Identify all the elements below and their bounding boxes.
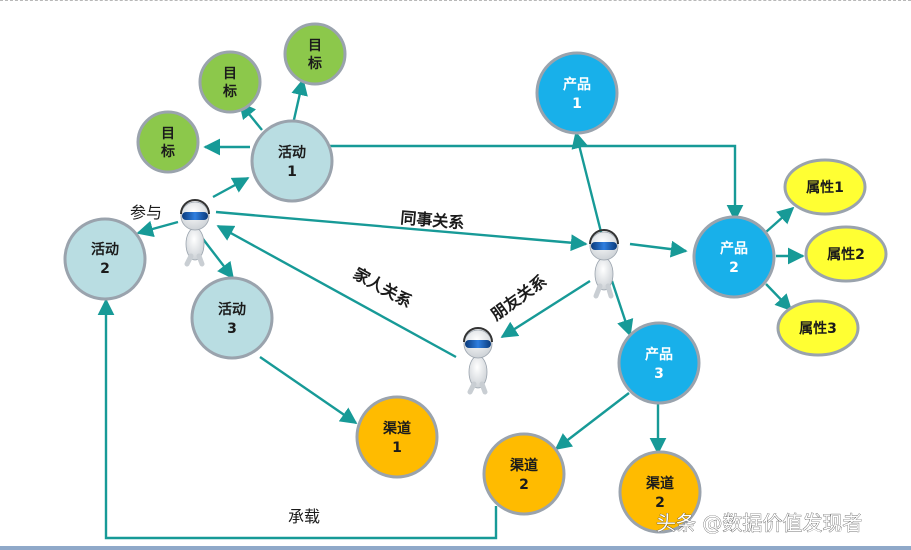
node-target1: 目 标 bbox=[198, 50, 262, 114]
node-attr1: 属性1 bbox=[783, 158, 867, 216]
node-activity1: 活动 1 bbox=[250, 119, 334, 203]
node-product3: 产品 3 bbox=[617, 321, 701, 405]
node-target1-line2: 标 bbox=[222, 83, 237, 100]
edge-colleague bbox=[215, 210, 588, 252]
node-product3-line2: 3 bbox=[654, 366, 664, 382]
node-activity2-line1: 活动 bbox=[91, 241, 119, 258]
person-headset-icon bbox=[463, 327, 493, 395]
edge-product3-channel2a bbox=[554, 392, 630, 451]
edge-product2-attr3 bbox=[765, 283, 793, 312]
label-carry: 承载 bbox=[288, 507, 320, 526]
edge-person1-activity2 bbox=[136, 220, 179, 238]
edge-channel2-activity2 bbox=[97, 298, 498, 540]
node-product3-line1: 产品 bbox=[645, 346, 673, 363]
label-friend: 朋友关系 bbox=[487, 271, 550, 324]
node-channel2a-line1: 渠道 bbox=[509, 457, 538, 474]
node-channel2a-line2: 2 bbox=[519, 477, 529, 493]
node-target3-line1: 目 bbox=[161, 126, 175, 142]
person-headset-icon bbox=[180, 199, 210, 267]
node-attr2: 属性2 bbox=[804, 225, 888, 283]
node-channel2a: 渠道 2 bbox=[482, 432, 566, 516]
node-channel2b-line1: 渠道 bbox=[645, 475, 674, 492]
edge-activity3-channel1 bbox=[259, 356, 358, 424]
node-product2: 产品 2 bbox=[692, 215, 776, 299]
edge-person2-product3 bbox=[610, 280, 634, 337]
node-target2-line1: 目 bbox=[308, 38, 322, 54]
top-dashed-border bbox=[0, 0, 911, 3]
node-attr3: 属性3 bbox=[776, 299, 860, 357]
node-activity3-line2: 3 bbox=[227, 321, 237, 337]
node-product1-line1: 产品 bbox=[563, 76, 591, 93]
node-target2: 目 标 bbox=[283, 22, 347, 86]
edge-person1-activity1 bbox=[212, 176, 250, 199]
edges bbox=[97, 78, 805, 540]
node-product2-line1: 产品 bbox=[720, 240, 748, 257]
node-activity1-line2: 1 bbox=[287, 164, 297, 180]
node-channel1: 渠道 1 bbox=[355, 395, 439, 479]
node-activity1-line1: 活动 bbox=[278, 144, 306, 161]
node-channel1-line1: 渠道 bbox=[382, 420, 411, 437]
node-activity2-line2: 2 bbox=[100, 261, 110, 277]
edge-activity1-target2 bbox=[291, 78, 308, 125]
label-participate: 参与 bbox=[130, 203, 162, 222]
node-product1: 产品 1 bbox=[535, 51, 619, 135]
edge-person1-activity3 bbox=[202, 238, 235, 280]
node-target3: 目 标 bbox=[136, 110, 200, 174]
edge-activity1-product2 bbox=[328, 144, 744, 222]
bottom-border bbox=[0, 546, 911, 550]
node-activity3: 活动 3 bbox=[190, 276, 274, 360]
node-channel1-line2: 1 bbox=[392, 440, 402, 456]
node-attr2-label: 属性2 bbox=[827, 246, 865, 263]
node-channel2b: 渠道 2 bbox=[618, 450, 702, 534]
node-activity2: 活动 2 bbox=[63, 217, 147, 301]
node-target2-line2: 标 bbox=[307, 55, 322, 72]
edge-person2-product2 bbox=[629, 240, 688, 258]
node-attr3-label: 属性3 bbox=[799, 320, 837, 337]
edge-product2-attr1 bbox=[765, 206, 795, 233]
node-target3-line2: 标 bbox=[160, 143, 175, 160]
edge-friend bbox=[500, 279, 591, 339]
node-product1-line2: 1 bbox=[572, 96, 582, 112]
node-channel2b-line2: 2 bbox=[655, 495, 665, 511]
edge-family bbox=[216, 224, 457, 359]
edge-person2-product1 bbox=[571, 131, 605, 241]
node-product2-line2: 2 bbox=[729, 260, 739, 276]
node-activity3-line1: 活动 bbox=[218, 301, 246, 318]
watermark: 头条 @数据价值发现者 bbox=[656, 511, 862, 535]
node-attr1-label: 属性1 bbox=[806, 179, 844, 196]
node-target1-line1: 目 bbox=[223, 66, 237, 82]
person-headset-icon bbox=[589, 229, 619, 299]
nodes: 目 标 目 标 目 标 活动 1 活动 2 bbox=[63, 22, 888, 534]
